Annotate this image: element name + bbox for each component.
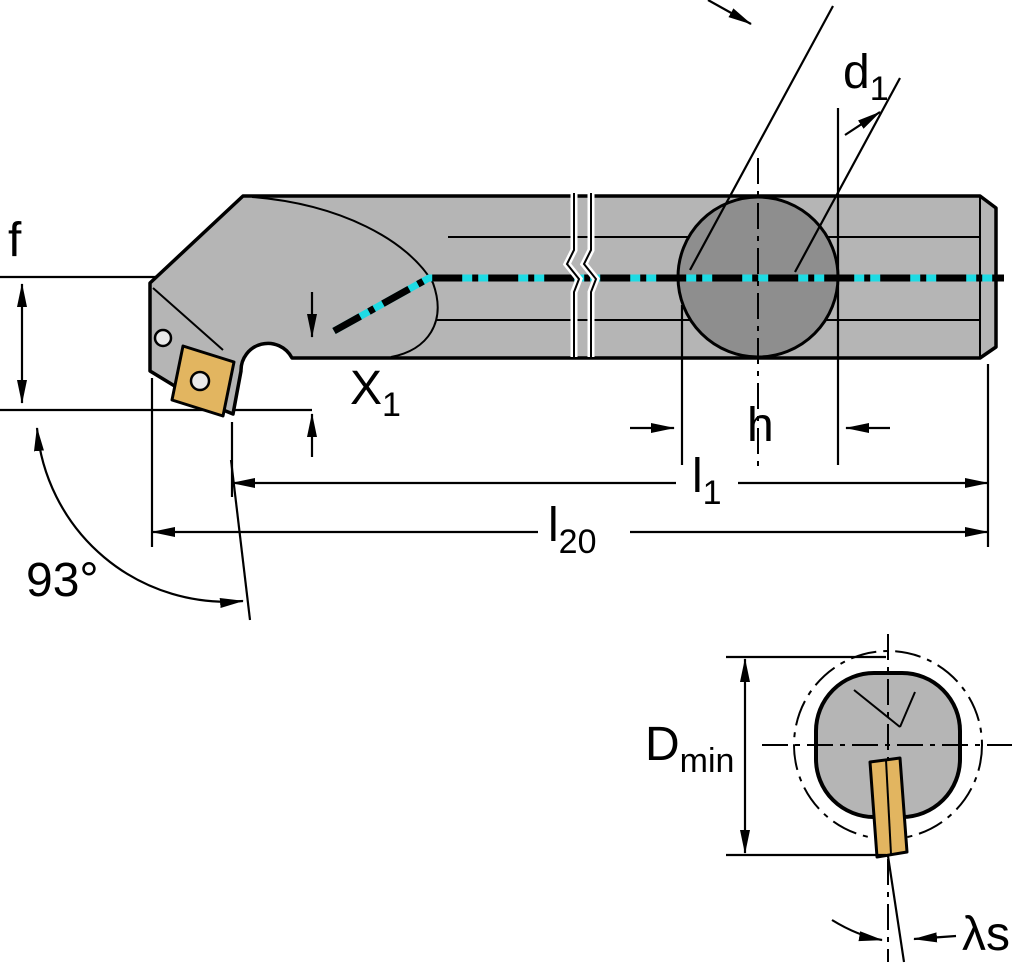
bar-side-view <box>0 158 1004 470</box>
section-pocket-lines <box>853 689 916 728</box>
break-marks <box>562 193 600 357</box>
label-d1: d1 <box>843 46 889 108</box>
label-h: h <box>747 399 774 452</box>
label-angle-93: 93° <box>26 554 99 607</box>
label-l1: l1 <box>692 450 722 512</box>
dim-lambda-s: λs <box>831 855 1010 963</box>
label-f: f <box>8 214 22 267</box>
label-dmin: Dmin <box>645 718 734 780</box>
insert-main <box>170 344 236 418</box>
section-view: Dmin λs <box>645 634 1012 963</box>
center-axis <box>332 274 1004 335</box>
dim-dmin: Dmin <box>645 655 886 857</box>
dim-l1: l1 <box>230 364 990 547</box>
dim-l20: l20 <box>150 378 989 561</box>
dim-x1: X1 <box>307 292 401 457</box>
dim-d1: d1 <box>689 0 901 273</box>
label-lambda-s: λs <box>962 908 1010 961</box>
label-l20: l20 <box>548 499 597 561</box>
dim-f: f <box>8 214 28 404</box>
dim-h: h <box>630 108 890 465</box>
dim-angle-93: 93° <box>26 427 252 621</box>
label-x1: X1 <box>350 362 401 424</box>
insert-screw <box>189 370 211 392</box>
insert-section <box>868 756 909 859</box>
head-screw-hole <box>153 328 173 348</box>
